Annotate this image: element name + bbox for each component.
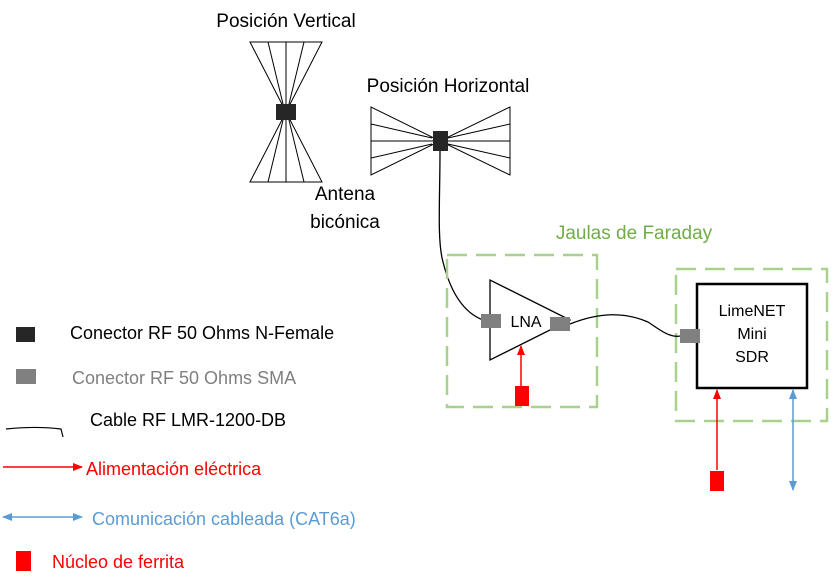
legend-sma-icon [16,369,36,384]
legend-ferrite-text: Núcleo de ferrita [52,552,185,572]
lna-label: LNA [510,314,541,331]
lna-amplifier [481,278,572,362]
limenet-mini-sdr [695,282,809,390]
rf-cable-lna-to-sdr [569,314,681,337]
antenna-label-line1: Antena [315,184,376,205]
sma-connector-lna-in [481,314,501,328]
ferrite-core-lna [515,386,529,406]
sma-connector-sdr [680,329,700,343]
horizontal-position-label: Posición Horizontal [367,76,530,97]
n-female-connector-horizontal [433,131,448,151]
legend-nfemale-text: Conector RF 50 Ohms N-Female [70,323,334,343]
legend-comm-text: Comunicación cableada (CAT6a) [92,509,356,529]
ferrite-core-sdr [710,471,724,491]
sma-connector-lna-out [550,317,570,331]
legend: Conector RF 50 Ohms N-Female Conector RF… [2,323,356,572]
legend-sma-text: Conector RF 50 Ohms SMA [72,368,296,388]
rf-cable-antenna-to-lna [438,150,484,321]
faraday-cage-lna [445,253,599,409]
legend-cable-text: Cable RF LMR-1200-DB [90,410,286,430]
vertical-position-label: Posición Vertical [216,11,355,32]
sdr-label-line1: LimeNET [719,303,786,320]
sdr-label-line3: SDR [735,349,769,366]
legend-nfemale-icon [16,327,35,342]
legend-power-text: Alimentación eléctrica [86,459,262,479]
legend-cable-icon [5,426,64,438]
biconical-antenna-horizontal [370,106,511,176]
legend-ferrite-icon [16,551,31,571]
sdr-label-line2: Mini [737,326,766,343]
antenna-label-line2: bicónica [310,212,380,233]
faraday-cages-label: Jaulas de Faraday [556,223,713,244]
n-female-connector-vertical [276,104,296,120]
faraday-cage-sdr [674,267,829,423]
biconical-antenna-vertical [249,41,323,183]
